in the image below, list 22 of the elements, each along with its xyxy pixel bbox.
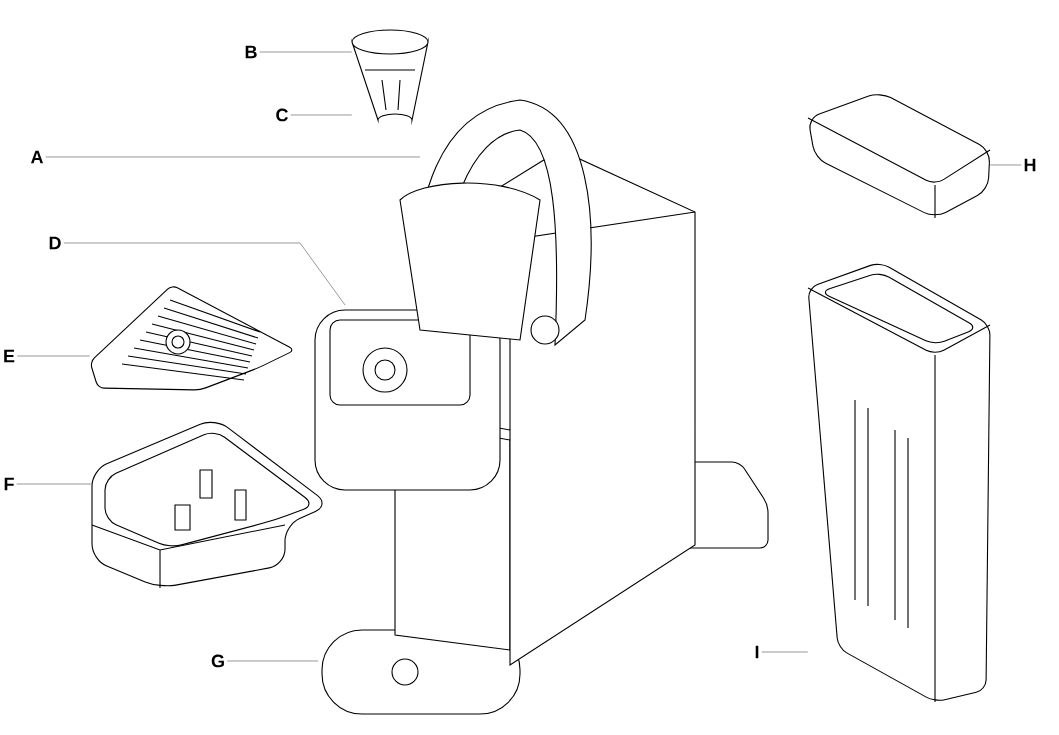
leader-line [259, 51, 353, 53]
callout-letter: C [276, 108, 289, 122]
callout-letter: H [1024, 158, 1036, 172]
callout-letter: A [30, 150, 44, 164]
leader-line [16, 483, 93, 485]
leader-line [16, 355, 91, 357]
reservoir-lid-drawing [807, 94, 991, 219]
leader-line [63, 242, 346, 306]
leader-line [989, 164, 1022, 166]
leader-line [761, 651, 809, 653]
leader-line [290, 114, 353, 116]
callout-letter: B [245, 45, 257, 59]
leader-line [45, 156, 421, 158]
reservoir-drawing [807, 263, 991, 703]
callout-letter: F [4, 477, 14, 491]
callout-letter: I [755, 645, 759, 659]
drip-grate-drawing [90, 286, 293, 391]
drip-tray-drawing [91, 421, 323, 589]
leader-line [226, 660, 319, 662]
callout-letter: E [4, 349, 15, 363]
callout-letter: D [49, 236, 61, 250]
callout-letter: G [211, 654, 224, 668]
